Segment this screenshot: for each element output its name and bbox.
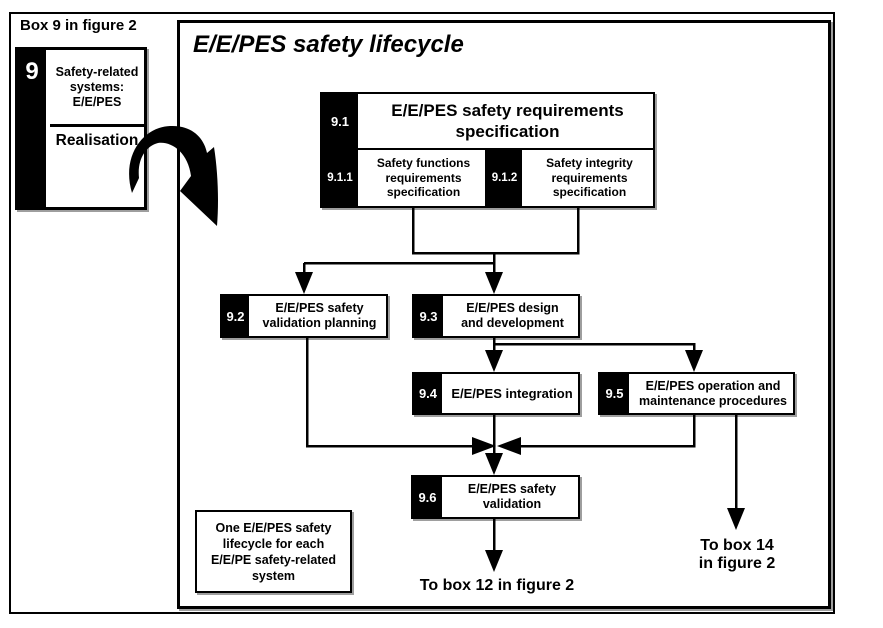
node-9-6: 9.6 E/E/PES safety validation bbox=[411, 475, 580, 519]
box9-number-bar: 9 bbox=[18, 50, 46, 207]
node-9-2-label: E/E/PES safety validation planning bbox=[262, 301, 377, 330]
node-9-1-1: 9.1.1 Safety functions requirements spec… bbox=[320, 148, 487, 208]
node-9-2-badge: 9.2 bbox=[222, 296, 249, 336]
node-9-6-badge: 9.6 bbox=[413, 477, 442, 517]
node-9-5-badge: 9.5 bbox=[600, 374, 629, 413]
diagram-title: E/E/PES safety lifecycle bbox=[193, 31, 464, 58]
node-9-1-2-badge: 9.1.2 bbox=[487, 150, 522, 206]
node-9-1: 9.1 E/E/PES safety requirements specific… bbox=[320, 92, 655, 150]
node-9-1-1-label: Safety functions requirements specificat… bbox=[376, 156, 471, 200]
box9-overview: 9 Safety-related systems: E/E/PES Realis… bbox=[15, 47, 147, 210]
node-9-2: 9.2 E/E/PES safety validation planning bbox=[220, 294, 388, 338]
node-9-3-badge: 9.3 bbox=[414, 296, 443, 336]
node-9-1-badge: 9.1 bbox=[322, 94, 358, 148]
node-9-6-label: E/E/PES safety validation bbox=[467, 482, 557, 511]
node-9-1-label: E/E/PES safety requirements specificatio… bbox=[391, 101, 624, 141]
node-9-1-1-badge: 9.1.1 bbox=[322, 150, 358, 206]
node-9-4: 9.4 E/E/PES integration bbox=[412, 372, 580, 415]
exit-to-box12: To box 12 in figure 2 bbox=[419, 577, 575, 594]
figure-border bbox=[9, 12, 835, 614]
lifecycle-note: One E/E/PES safety lifecycle for each E/… bbox=[195, 510, 352, 593]
node-9-5: 9.5 E/E/PES operation and maintenance pr… bbox=[598, 372, 795, 415]
node-9-3-label: E/E/PES design and development bbox=[461, 301, 564, 330]
node-9-3: 9.3 E/E/PES design and development bbox=[412, 294, 580, 338]
node-9-1-2-label: Safety integrity requirements specificat… bbox=[546, 156, 633, 200]
node-9-5-label: E/E/PES operation and maintenance proced… bbox=[639, 378, 787, 408]
node-9-4-label: E/E/PES integration bbox=[451, 386, 573, 401]
box9-phase-label: Realisation bbox=[55, 132, 139, 149]
box9-system-label: Safety-related systems: E/E/PES bbox=[50, 50, 144, 127]
figure-caption: Box 9 in figure 2 bbox=[20, 17, 137, 34]
box9-number: 9 bbox=[25, 58, 39, 85]
node-9-4-badge: 9.4 bbox=[414, 374, 442, 413]
node-9-1-2: 9.1.2 Safety integrity requirements spec… bbox=[485, 148, 655, 208]
box9-cells: Safety-related systems: E/E/PES Realisat… bbox=[50, 50, 144, 207]
exit-to-box14: To box 14 in figure 2 bbox=[698, 537, 776, 572]
